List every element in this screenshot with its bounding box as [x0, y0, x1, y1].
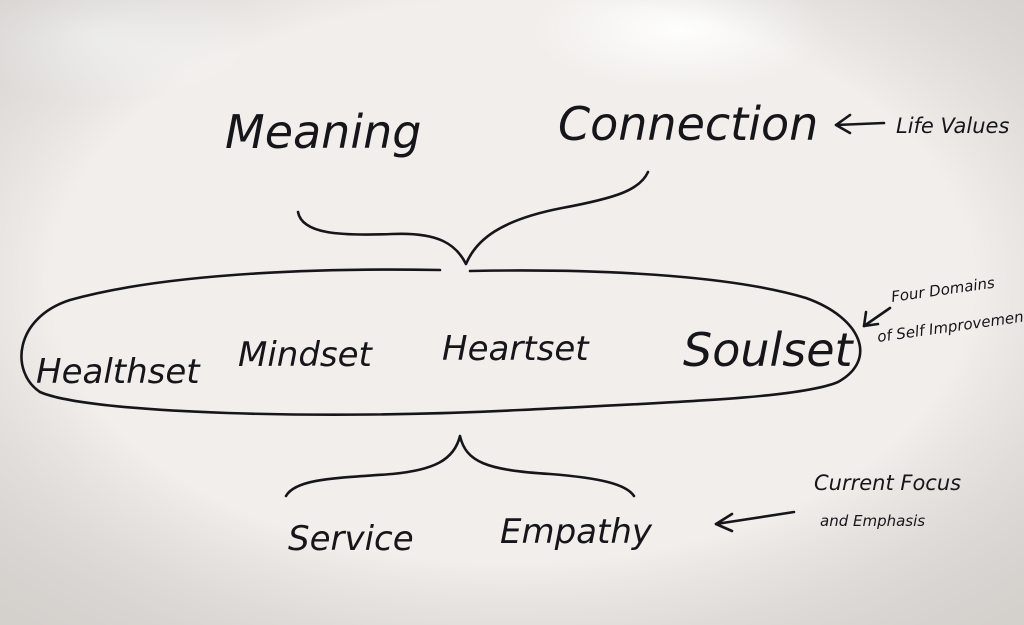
- value-meaning: Meaning: [225, 105, 421, 159]
- domain-mindset: Mindset: [238, 335, 374, 375]
- annotation-life-values: Life Values: [896, 114, 1009, 138]
- value-connection: Connection: [558, 97, 818, 151]
- arrow-head-four-domains: [862, 310, 880, 328]
- arrow-current-focus: [714, 510, 796, 526]
- focus-empathy: Empathy: [500, 512, 653, 552]
- domain-heartset: Heartset: [442, 329, 590, 369]
- annotation-current-focus-line1: Current Focus: [814, 471, 961, 495]
- brace-bottom: [284, 434, 636, 498]
- arrow-life-values: [834, 121, 886, 127]
- arrow-head-life-values: [834, 113, 852, 135]
- arrow-head-current-focus: [714, 512, 734, 533]
- arrow-four-domains: [862, 306, 892, 328]
- domain-healthset: Healthset: [36, 352, 201, 392]
- brace-top: [296, 170, 650, 266]
- focus-service: Service: [288, 519, 414, 559]
- domains-ellipse: [20, 268, 862, 416]
- annotation-current-focus-line2: and Emphasis: [820, 512, 925, 530]
- domain-soulset: Soulset: [683, 323, 855, 377]
